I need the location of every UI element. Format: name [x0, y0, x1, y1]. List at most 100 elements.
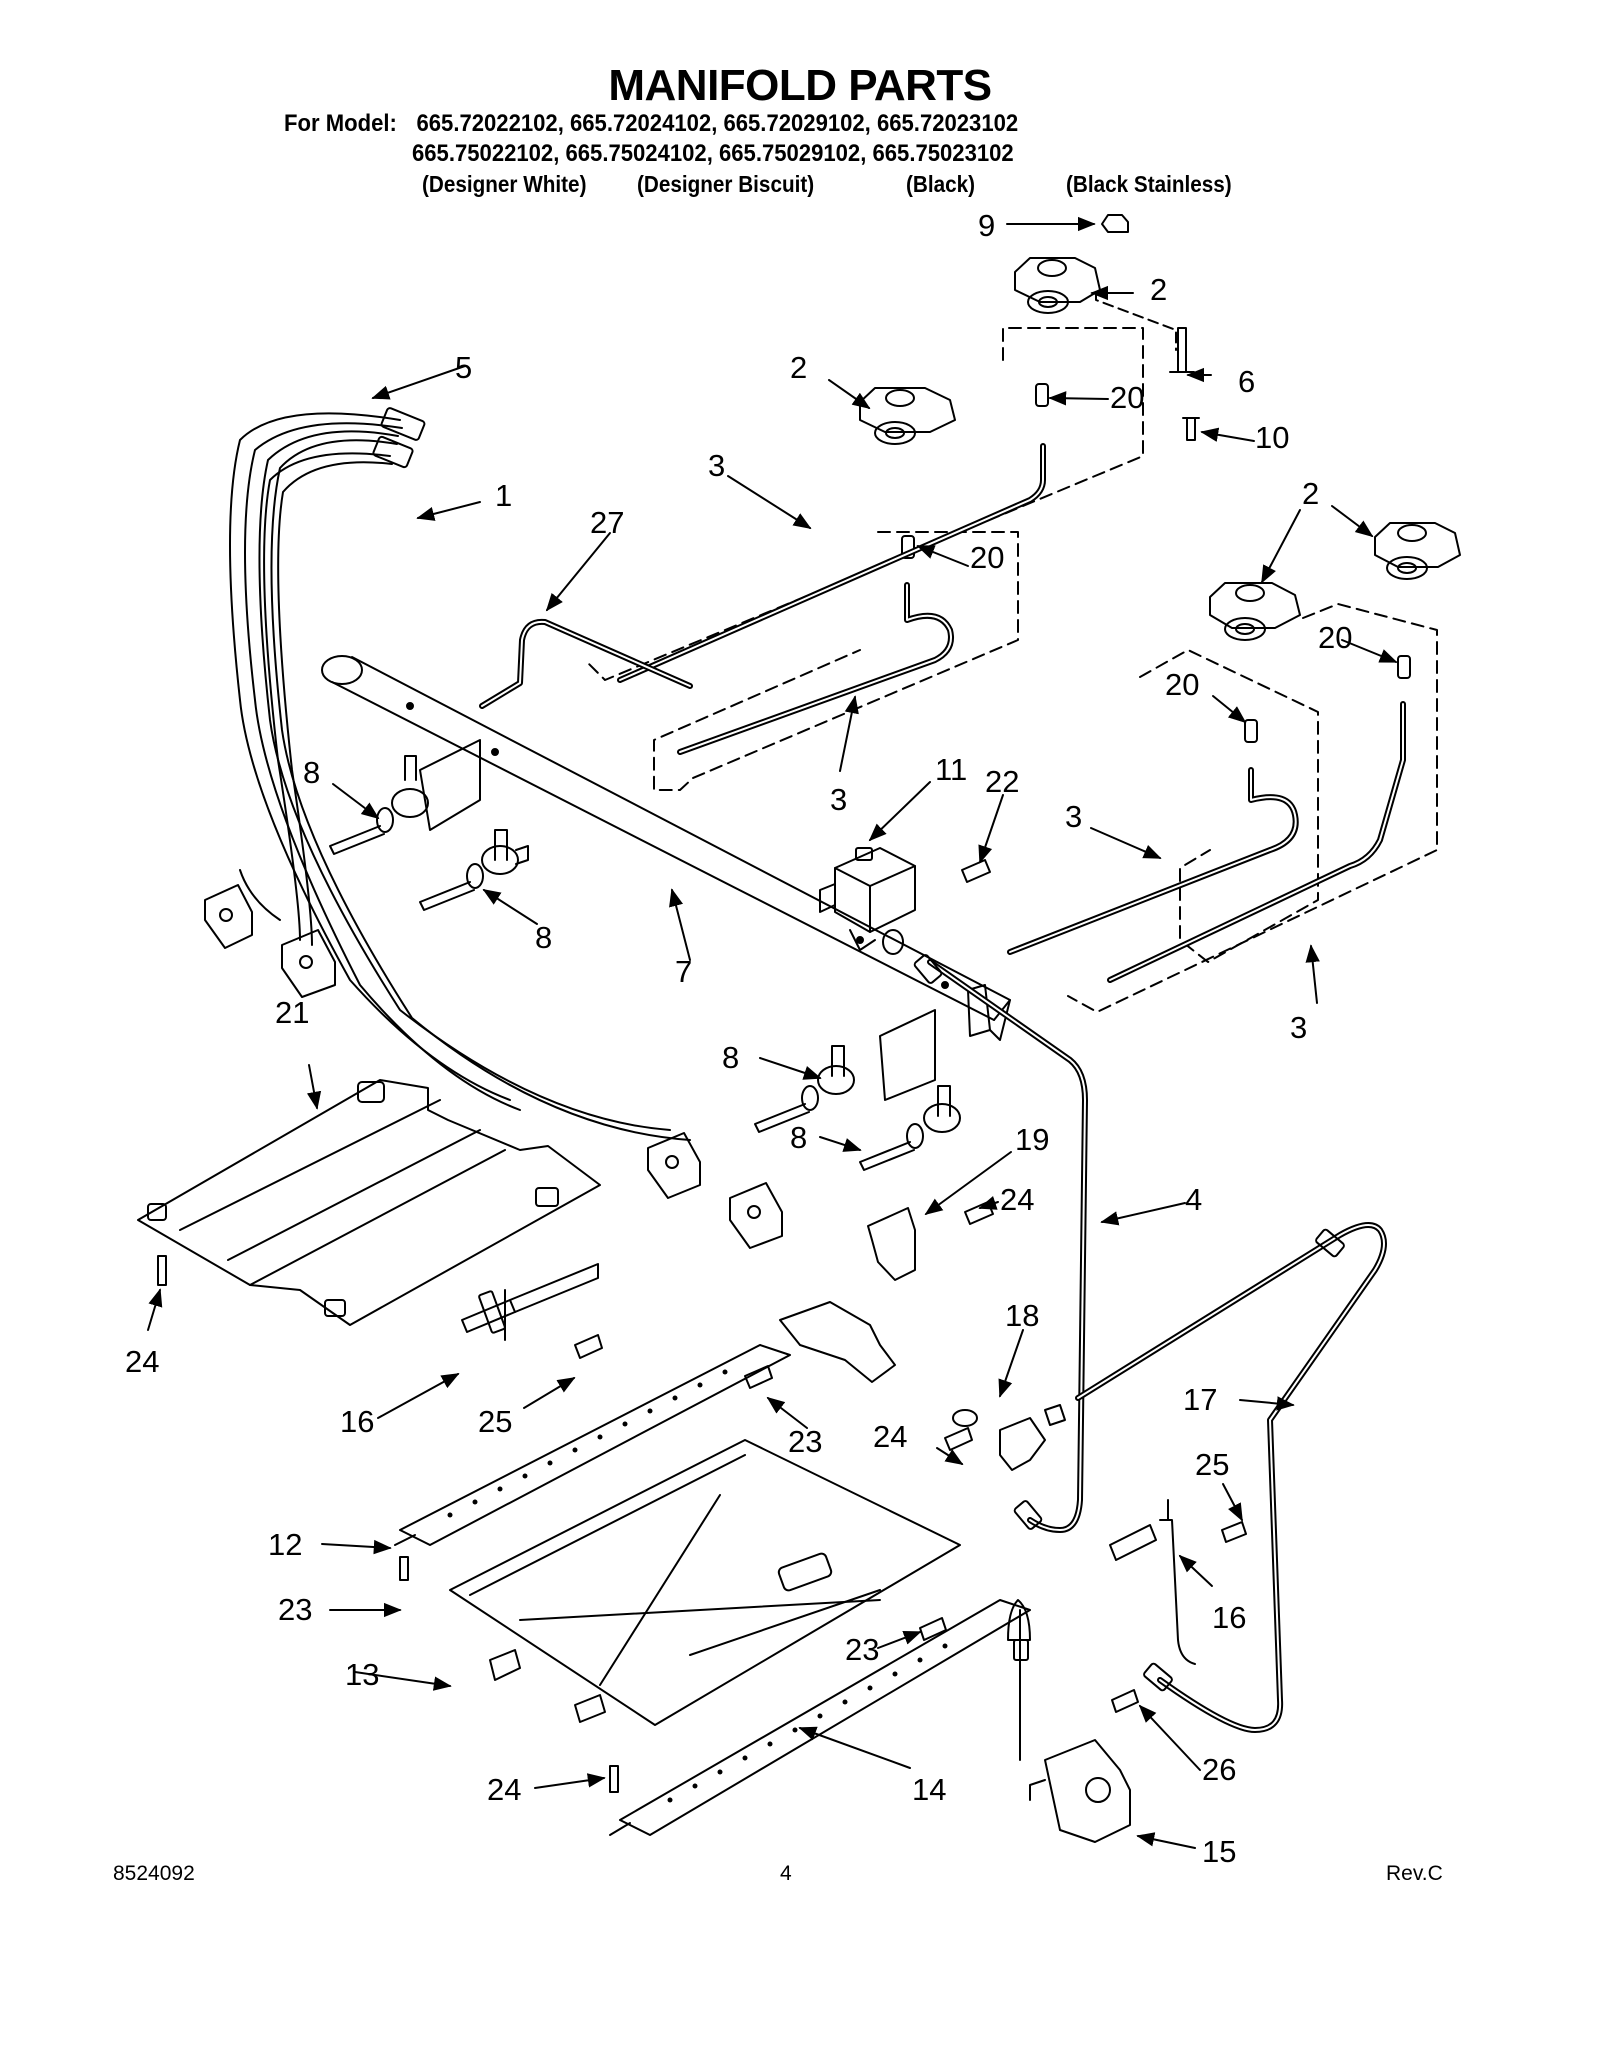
screw-10 — [1182, 417, 1200, 441]
callout-9: 9 — [978, 208, 995, 243]
harness-connector — [372, 435, 414, 469]
callout-25: 25 — [1195, 1447, 1229, 1482]
burner-head-top-right — [1014, 257, 1101, 314]
model-number: 665.72024102, — [569, 110, 718, 137]
callout-2: 2 — [1150, 272, 1167, 307]
callout-16: 16 — [340, 1404, 374, 1439]
callout-3: 3 — [830, 782, 847, 817]
igniter-16 — [461, 1263, 599, 1341]
burner-bracket-13 — [449, 1439, 961, 1726]
callout-8: 8 — [722, 1040, 739, 1075]
callout-18: 18 — [1005, 1298, 1039, 1333]
callout-23: 23 — [788, 1424, 822, 1459]
screw-25 — [574, 1334, 603, 1359]
finish-designer-biscuit: (Designer Biscuit) — [637, 171, 815, 197]
callout-17: 17 — [1183, 1382, 1217, 1417]
callout-2: 2 — [1302, 476, 1319, 511]
screw-25 — [1221, 1521, 1247, 1543]
callout-24: 24 — [125, 1344, 159, 1379]
harness-connector — [380, 407, 426, 441]
screw-23 — [744, 1365, 773, 1389]
orifice-20 — [1244, 719, 1258, 743]
igniter-switch — [729, 1182, 783, 1249]
model-number: 665.75029102, — [718, 140, 867, 167]
burner-valve-8 — [419, 829, 529, 911]
page-title: MANIFOLD PARTS — [608, 61, 992, 110]
heat-shield-21 — [137, 1079, 601, 1326]
model-number: 665.75024102, — [565, 140, 713, 167]
screw-22 — [961, 859, 991, 883]
callout-7: 7 — [675, 954, 692, 989]
callout-3: 3 — [1065, 799, 1082, 834]
callout-25: 25 — [478, 1404, 512, 1439]
callout-27: 27 — [590, 505, 624, 540]
model-row-1: For Model: 665.72022102, 665.72024102, 6… — [284, 110, 1018, 138]
safety-valve-11 — [819, 847, 916, 955]
model-number: 665.75023102 — [872, 140, 1014, 167]
screw-24 — [609, 1765, 619, 1793]
part-number: 8524092 — [113, 1862, 195, 1885]
callout-13: 13 — [345, 1657, 379, 1692]
screw-24 — [157, 1255, 167, 1286]
manifold-bracket — [879, 1009, 936, 1101]
callout-8: 8 — [303, 755, 320, 790]
burner-tube-14 — [609, 1599, 1031, 1836]
callout-20: 20 — [1318, 620, 1352, 655]
callout-23: 23 — [278, 1592, 312, 1627]
callout-16: 16 — [1212, 1600, 1246, 1635]
burner-head-right-2 — [1374, 522, 1461, 580]
bracket-19 — [867, 1207, 916, 1281]
finish-black-stainless: (Black Stainless) — [1066, 171, 1232, 197]
finish-black: (Black) — [906, 171, 976, 197]
callout-24: 24 — [873, 1419, 907, 1454]
model-number: 665.72023102 — [876, 110, 1019, 137]
callout-23: 23 — [845, 1632, 879, 1667]
callout-22: 22 — [985, 764, 1019, 799]
callout-1: 1 — [495, 478, 512, 513]
model-number: 665.72022102, — [416, 110, 564, 137]
model-number: 665.72029102, — [723, 110, 871, 137]
callout-21: 21 — [275, 995, 309, 1030]
igniter-switch — [204, 884, 253, 949]
burner-tube-12 — [394, 1344, 791, 1546]
callout-12: 12 — [268, 1527, 302, 1562]
callout-5: 5 — [455, 350, 472, 385]
burner-head-right-1 — [1209, 582, 1301, 641]
callout-10: 10 — [1255, 420, 1289, 455]
igniter-switch — [647, 1132, 701, 1199]
burner-valve-8 — [754, 1045, 855, 1133]
burner-valve-8 — [859, 1085, 961, 1171]
callout-24: 24 — [487, 1772, 521, 1807]
spark-electrode-6 — [1169, 327, 1195, 373]
callout-20: 20 — [1165, 667, 1199, 702]
burner-head-upper-mid — [859, 387, 956, 445]
oven-thermostat-15 — [1007, 1599, 1131, 1843]
screw-23 — [919, 1617, 947, 1641]
orifice-20 — [1035, 383, 1049, 407]
callout-19: 19 — [1015, 1122, 1049, 1157]
finish-designer-white: (Designer White) — [422, 171, 587, 197]
model-number: 665.75022102, — [412, 140, 560, 167]
manifold-pipe-7 — [321, 655, 1011, 1041]
callout-8: 8 — [535, 920, 552, 955]
callout-8: 8 — [790, 1120, 807, 1155]
orifice-holder-18 — [779, 1301, 1066, 1471]
callout-3: 3 — [708, 448, 725, 483]
callout-26: 26 — [1202, 1752, 1236, 1787]
screw-26 — [1111, 1689, 1139, 1713]
callout-15: 15 — [1202, 1834, 1236, 1869]
page-number: 4 — [780, 1862, 792, 1885]
screw-24 — [944, 1427, 973, 1451]
callout-2: 2 — [790, 350, 807, 385]
callout-3: 3 — [1290, 1010, 1307, 1045]
wire-harness-5 — [229, 412, 691, 1141]
orifice-20 — [1397, 655, 1411, 679]
callout-24: 24 — [1000, 1182, 1034, 1217]
model-row-2: 665.75022102, 665.75024102, 665.75029102… — [412, 140, 1014, 168]
callout-20: 20 — [970, 540, 1004, 575]
igniter-16-right — [1109, 1499, 1196, 1665]
valve-cap-9 — [1101, 214, 1129, 233]
callout-20: 20 — [1110, 380, 1144, 415]
orifice-20 — [901, 535, 915, 559]
